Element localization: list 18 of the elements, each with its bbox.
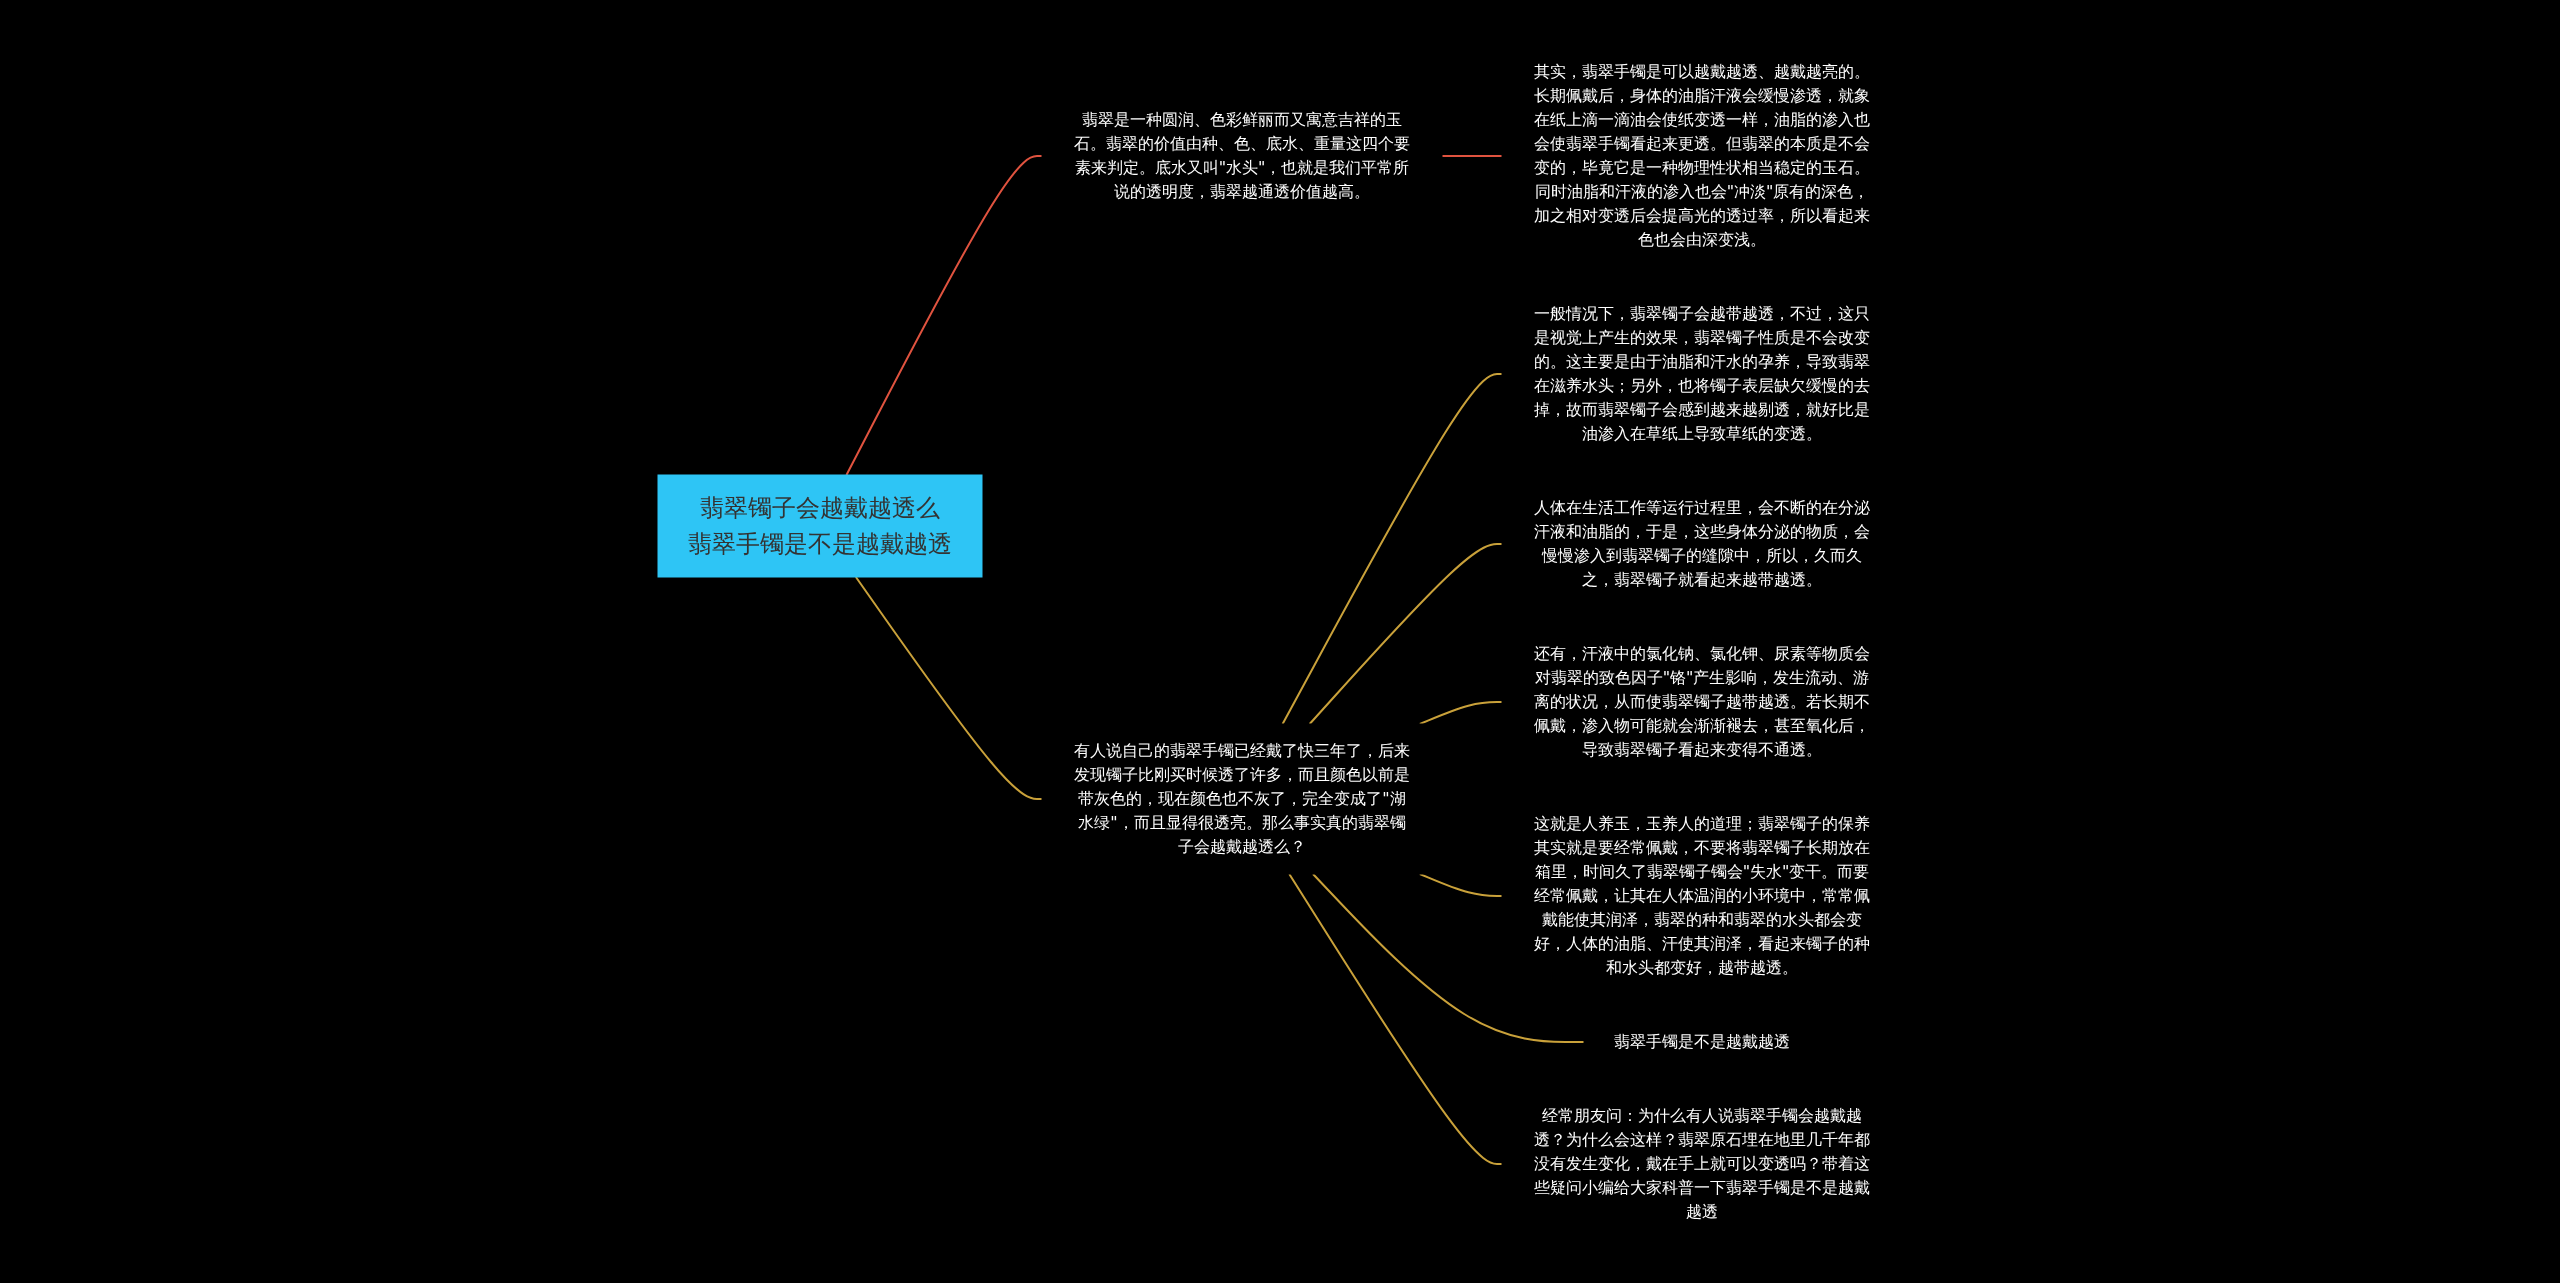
node-text: 还有，汗液中的氯化钠、氯化钾、尿素等物质会对翡翠的致色因子"铬"产生影响，发生流动、游离的状况，从而使翡翠镯子越带越透。若长期不佩戴，渗入物可能就会渐渐褪去，甚至氧化后，导致翡翠镯子看起来变得不通透。 — [1534, 643, 1870, 759]
node-text: 翡翠是一种圆润、色彩鲜丽而又寓意吉祥的玉石。翡翠的价值由种、色、底水、重量这四个要素来判定。底水又叫"水头"，也就是我们平常所说的透明度，翡翠越通透价值越高。 — [1074, 109, 1410, 201]
node-text: 其实，翡翠手镯是可以越戴越透、越戴越亮的。长期佩戴后，身体的油脂汗液会缓慢渗透，就象在纸上滴一滴油会使纸变透一样，油脂的渗入也会使翡翠手镯看起来更透。但翡翠的本质是不会变的，毕竟它是一种物理性状相当稳定的玉石。同时油脂和汗液的渗入也会"冲淡"原有的深色，加之相对变透后会提高光的透过率，所以看起来色也会由深变浅。 — [1534, 61, 1870, 249]
connector — [1288, 872, 1503, 1165]
node-text: 有人说自己的翡翠手镯已经戴了快三年了，后来发现镯子比刚买时候透了许多，而且颜色以前是带灰色的，现在颜色也不灰了，完全变成了"湖水绿"，而且显得很透亮。那么事实真的翡翠镯子会越戴越透么？ — [1074, 740, 1410, 856]
connector — [1441, 154, 1503, 157]
node-text: 翡翠手镯是不是越戴越透 — [1614, 1031, 1790, 1051]
connector — [845, 154, 1043, 476]
connector — [854, 575, 1043, 800]
node-text: 一般情况下，翡翠镯子会越带越透，不过，这只是视觉上产生的效果，翡翠镯子性质是不会改变的。这主要是由于油脂和汗水的孕养，导致翡翠在滋养水头；另外，也将镯子表层缺欠缓慢的去掉，故而翡翠镯子会感到越来越剔透，就好比是油渗入在草纸上导致草纸的变透。 — [1534, 303, 1870, 443]
connector — [1418, 872, 1503, 897]
connector — [1308, 542, 1503, 725]
node-text: 这就是人养玉，玉养人的道理；翡翠镯子的保养其实就是要经常佩戴，不要将翡翠镯子长期放在箱里，时间久了翡翠镯子镯会"失水"变干。而要经常佩戴，让其在人体温润的小环境中，常常佩戴能使其润泽，翡翠的种和翡翠的水头都会变好，人体的油脂、汗使其润泽，看起来镯子的种和水头都变好，越带越透。 — [1534, 813, 1870, 977]
node-text: 人体在生活工作等运行过程里，会不断的在分泌汗液和油脂的，于是，这些身体分泌的物质，会慢慢渗入到翡翠镯子的缝隙中，所以，久而久之，翡翠镯子就看起来越带越透。 — [1534, 497, 1870, 589]
connector — [1312, 872, 1585, 1043]
connector — [1281, 372, 1503, 725]
node-text: 经常朋友问：为什么有人说翡翠手镯会越戴越透？为什么会这样？翡翠原石埋在地里几千年都没有发生变化，戴在手上就可以变透吗？带着这些疑问小编给大家科普一下翡翠手镯是不是越戴越透 — [1534, 1105, 1870, 1221]
node-box — [657, 474, 983, 577]
